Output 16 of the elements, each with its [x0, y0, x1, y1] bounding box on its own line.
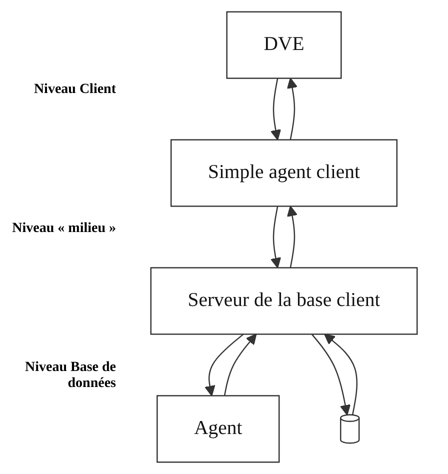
node-box: Serveur de la base client — [150, 267, 418, 335]
node-box: DVE — [226, 11, 342, 79]
arrow — [311, 334, 351, 416]
level-label: Niveau Client — [32, 82, 116, 98]
arrow — [286, 78, 298, 140]
arrow — [224, 334, 257, 396]
node-box: Simple agent client — [170, 139, 398, 207]
arrow — [270, 78, 282, 140]
node-cylinder — [340, 414, 360, 444]
arrow — [270, 206, 282, 268]
arrow — [324, 334, 358, 416]
level-label: Niveau « milieu » — [11, 220, 116, 237]
arrow — [286, 206, 298, 268]
arrow — [204, 334, 244, 396]
node-box: Agent — [156, 395, 280, 463]
level-label: Niveau Base de données — [24, 360, 116, 392]
